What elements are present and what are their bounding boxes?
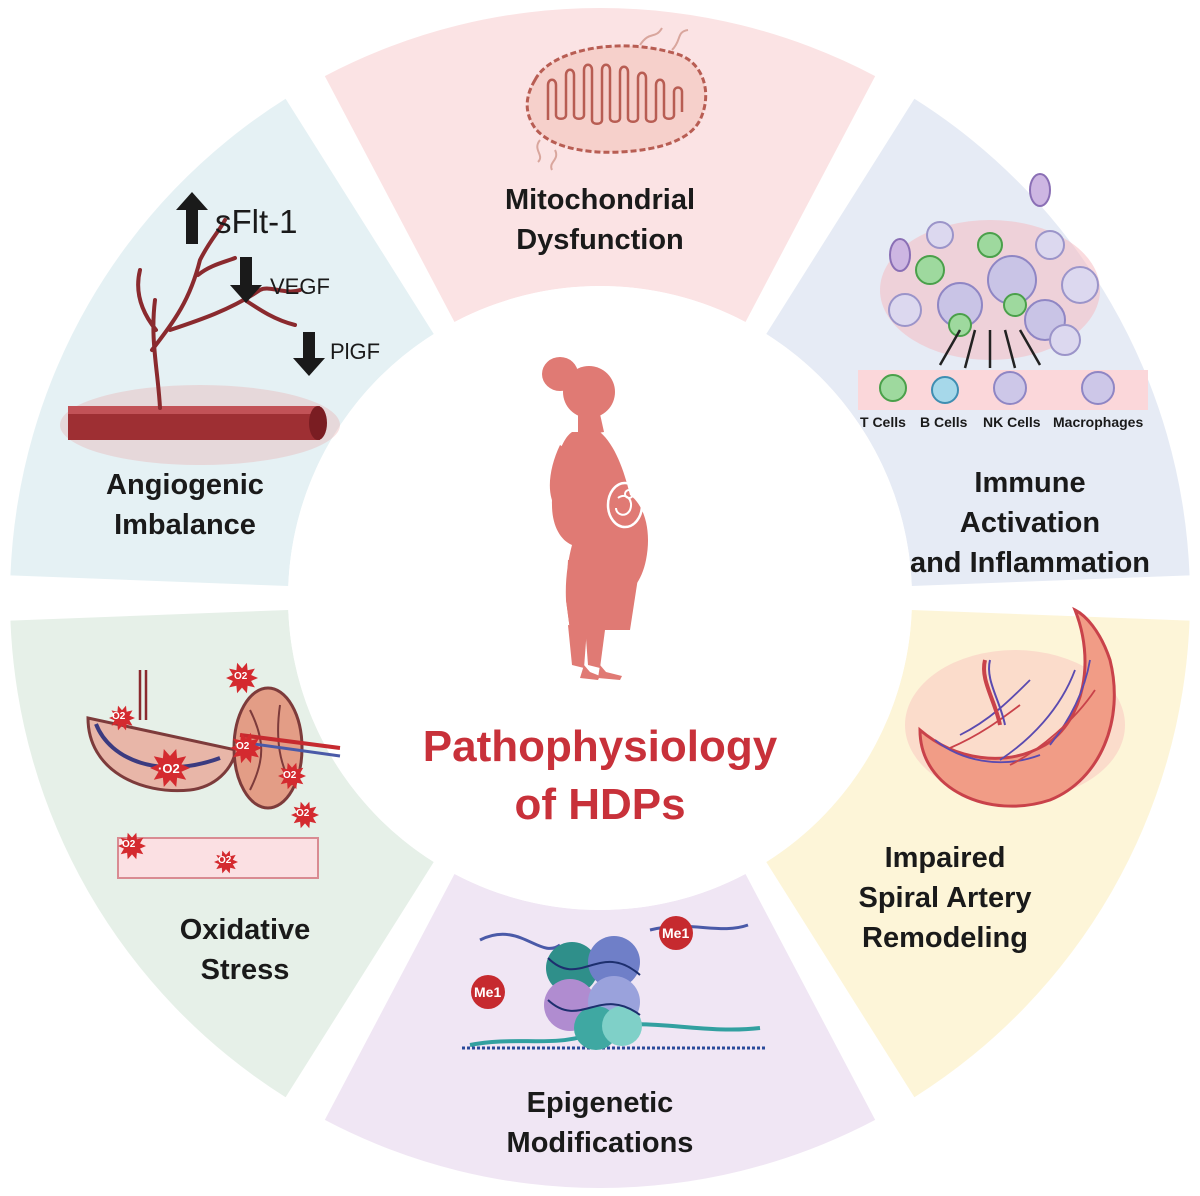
pregnant-woman-icon: [542, 357, 649, 680]
label-line: Modifications: [506, 1127, 694, 1159]
label-line: Spiral Artery: [858, 882, 1032, 914]
label-line: Imbalance: [114, 509, 256, 541]
segment-label-immune: Immune Activation and Inflammation: [860, 463, 1200, 583]
segment-mitochondrial: [324, 8, 876, 323]
o2-burst-icon: [214, 850, 238, 874]
methylation-mark: Me1: [662, 925, 690, 941]
label-line: Activation: [959, 507, 1101, 539]
arrow-up-icon: [176, 192, 208, 244]
blood-vessel-illustration: [60, 218, 340, 465]
reactive-oxygen-bursts: [109, 662, 319, 874]
o2-burst-icon: [230, 732, 262, 764]
o2-burst-icon: [109, 705, 135, 731]
macrophages-label: Macrophages: [1053, 414, 1144, 430]
o2-label: ·O2: [158, 761, 180, 776]
center-title-line: Pathophysiology: [422, 722, 778, 771]
placenta-illustration: [905, 606, 1125, 808]
arrow-down-icon: [230, 257, 262, 303]
segment-label-angiogenic: Angiogenic Imbalance: [70, 465, 300, 545]
o2-burst-icon: [226, 662, 258, 694]
label-line: Epigenetic: [526, 1087, 674, 1119]
label-line: Immune: [974, 467, 1086, 499]
label-line: Mitochondrial: [504, 184, 696, 216]
label-line: Remodeling: [862, 922, 1028, 954]
o2-label: O2: [218, 855, 232, 866]
label-line: Oxidative: [179, 914, 311, 946]
t-cells-label: T Cells: [860, 414, 906, 430]
methylation-mark: Me1: [474, 984, 502, 1000]
o2-label: O2: [112, 711, 126, 722]
label-line: Angiogenic: [106, 469, 264, 501]
sflt1-label: sFlt-1: [215, 203, 298, 240]
segment-label-mitochondrial: Mitochondrial Dysfunction: [480, 180, 720, 260]
mitochondrion-illustration: [525, 27, 708, 171]
o2-burst-icon: [278, 762, 306, 790]
label-line: Impaired: [884, 842, 1006, 874]
nk-cells-label: NK Cells: [983, 414, 1041, 430]
arrow-down-icon: [293, 332, 325, 376]
o2-label: O2: [122, 839, 136, 850]
pigf-label: PlGF: [330, 339, 381, 364]
o2-label: O2: [283, 770, 297, 781]
o2-label: O2: [236, 741, 250, 752]
immune-cells-cluster: [858, 173, 1148, 410]
b-cells-label: B Cells: [920, 414, 968, 430]
segment-angiogenic: [10, 98, 434, 587]
o2-burst-icon: [118, 832, 146, 860]
o2-burst-icon: [150, 749, 190, 787]
label-line: Dysfunction: [516, 224, 684, 256]
chromatin-illustration: [462, 916, 765, 1050]
vegf-label: VEGF: [270, 274, 330, 299]
label-line: and Inflammation: [909, 547, 1151, 579]
o2-label: O2: [296, 808, 310, 819]
label-line: Stress: [200, 954, 290, 986]
o2-label: O2: [234, 671, 248, 682]
o2-burst-icon: [291, 801, 319, 829]
segment-label-spiral: Impaired Spiral Artery Remodeling: [815, 838, 1075, 958]
center-title: Pathophysiology of HDPs: [380, 718, 820, 834]
center-title-line: of HDPs: [514, 780, 686, 829]
segment-label-oxidative: Oxidative Stress: [130, 910, 360, 990]
segment-label-epigenetic: Epigenetic Modifications: [480, 1083, 720, 1163]
